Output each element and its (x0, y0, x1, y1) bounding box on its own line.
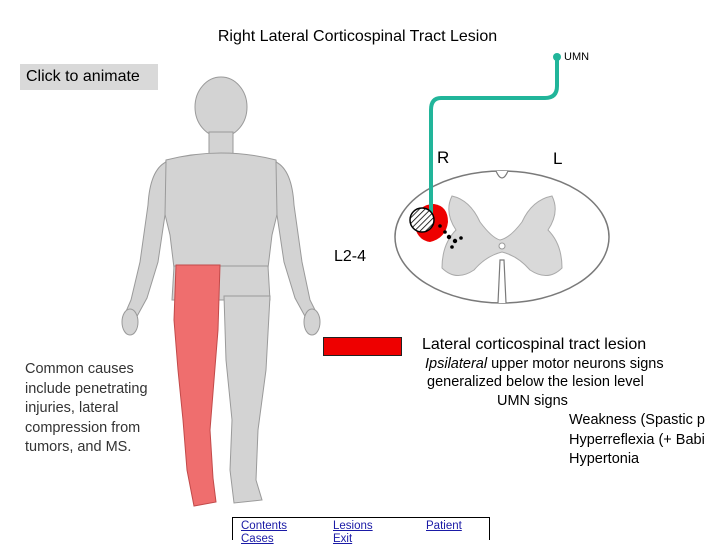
legend-lesion-swatch (323, 337, 402, 356)
affected-leg-region (173, 264, 221, 507)
left-side-label: L (553, 149, 563, 168)
nav-exit-link[interactable]: Exit (333, 533, 353, 545)
nav-contents-link[interactable]: Contents (241, 520, 288, 532)
legend-line-5: Hyperreflexia (+ Babi (569, 432, 705, 448)
right-side-label: R (437, 148, 450, 167)
human-body-figure (121, 76, 321, 504)
legend-line-1-text: upper motor neurons signs (487, 356, 664, 372)
page-title: Right Lateral Corticospinal Tract Lesion (217, 28, 498, 45)
legend-line-1: Ipsilateral upper motor neurons signs (425, 356, 664, 372)
legend-line-2: generalized below the lesion level (427, 374, 644, 390)
legend-line-1-italic: Ipsilateral (425, 356, 488, 372)
nav-patient-link[interactable]: Patient (426, 520, 462, 532)
lesion-hatch-marker (409, 207, 435, 233)
spinal-cord-cross-section (394, 170, 610, 304)
umn-origin-dot (553, 53, 561, 61)
common-causes-text: Common causes include penetrating injuri… (25, 361, 148, 455)
legend-line-6: Hypertonia (569, 451, 640, 467)
legend-line-3: UMN signs (497, 393, 568, 409)
motor-neuron-dots (438, 224, 463, 249)
legend-line-4: Weakness (Spastic p (569, 412, 705, 428)
lesion-level-label: L2-4 (334, 248, 367, 265)
umn-label: UMN (564, 51, 590, 63)
legend-title: Lateral corticospinal tract lesion (422, 336, 647, 353)
nav-cases-link[interactable]: Cases (241, 533, 274, 545)
umn-pathway-line (429, 58, 559, 220)
animate-button[interactable]: Click to animate (20, 64, 158, 90)
nav-bar: Contents Lesions Patient Cases Exit (232, 517, 490, 545)
nav-lesions-link[interactable]: Lesions (333, 520, 373, 532)
